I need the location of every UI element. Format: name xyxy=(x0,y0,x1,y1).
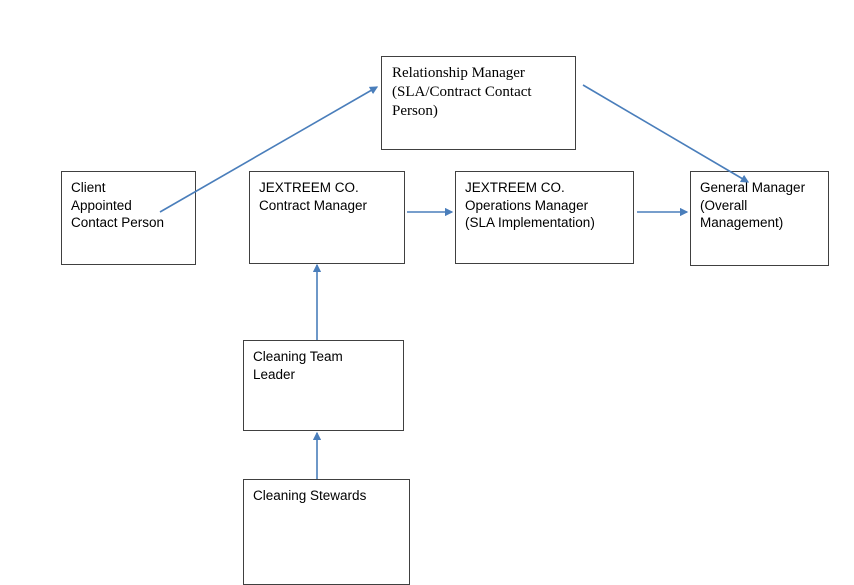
node-cleaning-stewards[interactable]: Cleaning Stewards xyxy=(243,479,410,585)
node-client-appointed-contact-person[interactable]: Client Appointed Contact Person xyxy=(61,171,196,265)
node-label: JEXTREEM CO. Contract Manager xyxy=(259,180,368,213)
connector-relationship-manager-to-general-manager xyxy=(582,84,750,183)
node-label: Cleaning Stewards xyxy=(253,488,367,503)
node-label: Relationship Manager (SLA/Contract Conta… xyxy=(392,65,532,119)
node-relationship-manager[interactable]: Relationship Manager (SLA/Contract Conta… xyxy=(381,56,576,150)
node-contract-manager[interactable]: JEXTREEM CO. Contract Manager xyxy=(249,171,405,264)
node-general-manager[interactable]: General Manager (Overall Management) xyxy=(690,171,829,266)
node-label: Client Appointed Contact Person xyxy=(71,180,165,230)
node-label: Cleaning Team Leader xyxy=(253,349,343,382)
node-cleaning-team-leader[interactable]: Cleaning Team Leader xyxy=(243,340,404,431)
node-label: JEXTREEM CO. Operations Manager (SLA Imp… xyxy=(465,180,595,230)
node-operations-manager[interactable]: JEXTREEM CO. Operations Manager (SLA Imp… xyxy=(455,171,634,264)
node-label: General Manager (Overall Management) xyxy=(700,180,806,230)
